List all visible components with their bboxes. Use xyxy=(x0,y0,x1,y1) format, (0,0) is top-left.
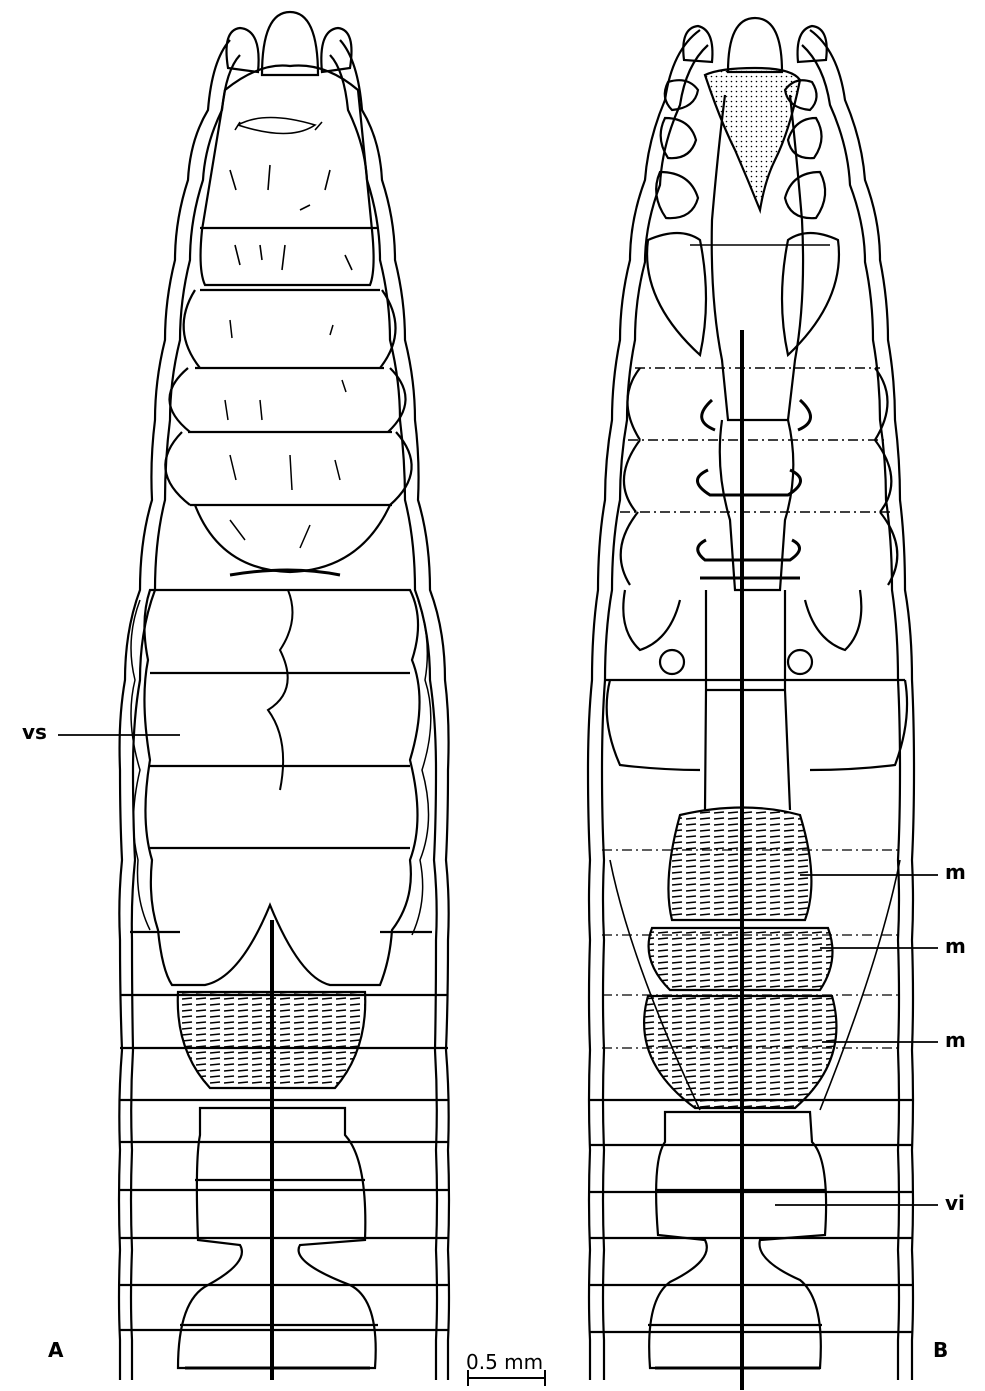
dorsal-vessel-vs xyxy=(268,590,293,790)
intestine-b xyxy=(649,1112,826,1368)
annotation-vi: vi xyxy=(945,1193,965,1213)
vesicle-region xyxy=(144,590,419,985)
panel-b-worm xyxy=(588,18,938,1390)
head-lobe-left xyxy=(227,28,259,72)
panel-label-b: B xyxy=(933,1340,948,1360)
annotation-m-1: m xyxy=(945,862,966,882)
annotation-m-3: m xyxy=(945,1030,966,1050)
panel-label-a: A xyxy=(48,1340,63,1360)
annotation-vs: vs xyxy=(22,722,47,742)
anterior-gland xyxy=(195,505,390,572)
body-wall-left-inner xyxy=(131,55,240,1380)
annotation-m-2: m xyxy=(945,936,966,956)
panel-a-worm xyxy=(58,12,449,1380)
scale-bar-label: 0.5 mm xyxy=(466,1352,543,1372)
body-wall-right-inner xyxy=(330,55,437,1380)
gizzard-b1 xyxy=(668,808,811,921)
prostomium-b xyxy=(728,18,782,72)
